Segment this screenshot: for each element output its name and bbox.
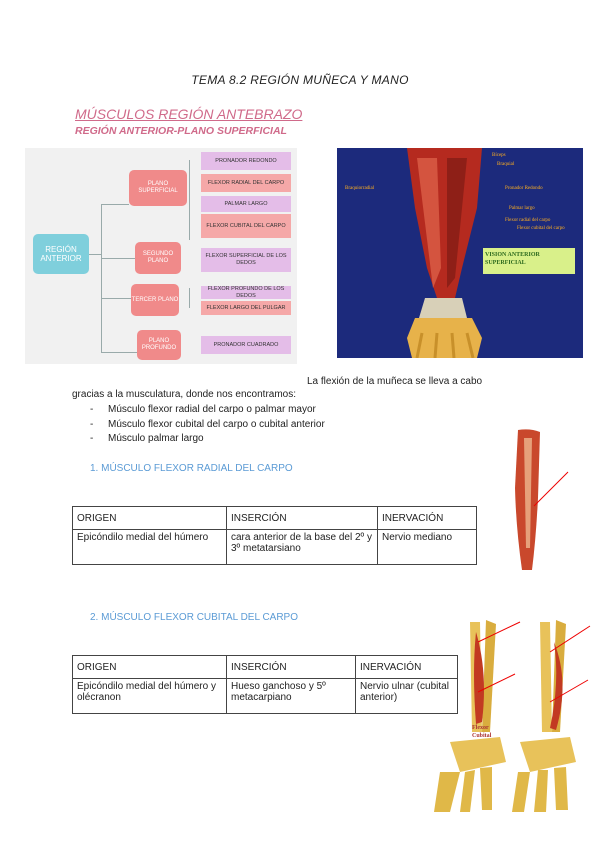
table-cell: Nervio mediano xyxy=(377,529,477,565)
table-cell: Hueso ganchoso y 5º metacarpiano xyxy=(226,678,356,714)
table-header: ORIGEN xyxy=(72,655,227,679)
table-header: INSERCIÓN xyxy=(226,506,378,530)
plano-profundo-node: PLANO PROFUNDO xyxy=(137,330,181,360)
muscle-plane-diagram: REGIÓN ANTERIOR PLANO SUPERFICIAL PRONAD… xyxy=(25,148,297,364)
table-flexor-cubital: ORIGEN INSERCIÓN INERVACIÓN Epicóndilo m… xyxy=(72,655,458,714)
section-title: MÚSCULOS REGIÓN ANTEBRAZO xyxy=(75,106,303,122)
profundo-item-1: PRONADOR CUADRADO xyxy=(201,336,291,354)
illustration-label-2: Cubital xyxy=(472,733,492,739)
table-flexor-radial: ORIGEN INSERCIÓN INERVACIÓN Epicóndilo m… xyxy=(72,506,477,565)
list-item: Músculo palmar largo xyxy=(90,432,325,447)
tercer-plano-node: TERCER PLANO xyxy=(131,284,179,316)
table-header: INERVACIÓN xyxy=(377,506,477,530)
superficial-item-2: FLEXOR RADIAL DEL CARPO xyxy=(201,174,291,192)
photo-label-4: Palmar largo xyxy=(509,206,535,211)
forearm-muscle-image xyxy=(510,428,569,573)
heading-flexor-cubital: 2. MÚSCULO FLEXOR CUBITAL DEL CARPO xyxy=(90,612,299,623)
forearm-illustration xyxy=(337,148,583,358)
plano-superficial-node: PLANO SUPERFICIAL xyxy=(129,170,187,206)
list-item: Músculo flexor radial del carpo o palmar… xyxy=(90,403,325,418)
segundo-plano-node: SEGUNDO PLANO xyxy=(135,242,181,274)
photo-label-1: Bíceps xyxy=(492,153,506,158)
table-cell: cara anterior de la base del 2º y 3º met… xyxy=(226,529,378,565)
photo-label-5: Flexor radial del carpo xyxy=(505,218,551,223)
table-cell: Epicóndilo medial del húmero y olécranon xyxy=(72,678,227,714)
paragraph-line-1: La flexión de la muñeca se lleva a cabo xyxy=(307,376,483,387)
photo-label-2: Braquial xyxy=(497,162,515,167)
photo-label-3: Pronador Redondo xyxy=(505,186,543,191)
superficial-item-3: PALMAR LARGO xyxy=(201,196,291,212)
muscle-list: Músculo flexor radial del carpo o palmar… xyxy=(90,403,325,447)
forearm-anatomy-image: Bíceps Braquial Pronador Redondo Palmar … xyxy=(337,148,583,358)
segundo-item-1: FLEXOR SUPERFICIAL DE LOS DEDOS xyxy=(201,248,291,272)
document-title: TEMA 8.2 REGIÓN MUÑECA Y MANO xyxy=(191,73,409,87)
superficial-item-1: PRONADOR REDONDO xyxy=(201,152,291,170)
list-item: Músculo flexor cubital del carpo o cubit… xyxy=(90,418,325,433)
table-header: INERVACIÓN xyxy=(355,655,458,679)
tercer-item-2: FLEXOR LARGO DEL PULGAR xyxy=(201,301,291,315)
table-cell: Epicóndilo medial del húmero xyxy=(72,529,227,565)
table-header: INSERCIÓN xyxy=(226,655,356,679)
photo-label-6: Flexor cubital del carpo xyxy=(517,226,565,231)
paragraph-line-2: gracias a la musculatura, donde nos enco… xyxy=(72,389,297,400)
photo-label-left: Braquiorradial xyxy=(345,186,375,191)
photo-caption: VISION ANTERIOR SUPERFICIAL xyxy=(485,252,540,266)
tercer-item-1: FLEXOR PROFUNDO DE LOS DEDOS xyxy=(201,286,291,299)
heading-flexor-radial: 1. MÚSCULO FLEXOR RADIAL DEL CARPO xyxy=(90,463,293,474)
illustration-label-1: Flexor xyxy=(472,725,489,731)
table-header: ORIGEN xyxy=(72,506,227,530)
table-cell: Nervio ulnar (cubital anterior) xyxy=(355,678,458,714)
subsection-title: REGIÓN ANTERIOR-PLANO SUPERFICIAL xyxy=(75,125,287,137)
skeleton-arms-illustration: Flexor Cubital xyxy=(420,612,595,817)
superficial-item-4: FLEXOR CUBITAL DEL CARPO xyxy=(201,214,291,238)
region-anterior-node: REGIÓN ANTERIOR xyxy=(33,234,89,274)
